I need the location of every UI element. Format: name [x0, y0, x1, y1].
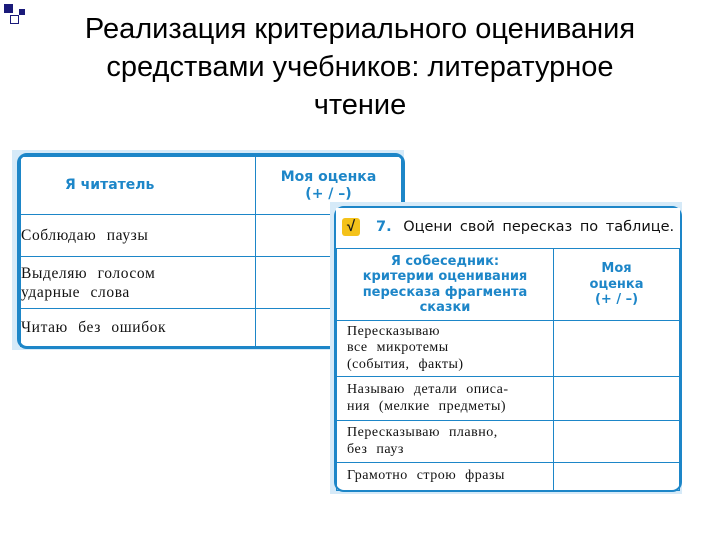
- table2-row1-line2: все микротемы: [347, 340, 449, 356]
- table2-row3-line2: без пауз: [347, 441, 404, 457]
- table1-header-criteria: Я читатель: [20, 156, 256, 215]
- table1-header-score-line2: (+ / –): [305, 185, 352, 202]
- table2-row1-score-cell: [553, 320, 680, 377]
- table2-row4-line1: Грамотно строю фразы: [347, 468, 505, 484]
- table2-header-score: Моя оценка (+ / –): [553, 248, 680, 321]
- table1-row2-line1: Выделяю голосом: [21, 264, 156, 282]
- table1-row2-criterion: Выделяю голосом ударные слова: [20, 256, 256, 309]
- title-line-3: чтение: [313, 89, 407, 121]
- task-instruction: Оцени свой пересказ по таблице.: [403, 219, 675, 235]
- table2-row4-score-cell: [553, 462, 680, 491]
- table1-row3-criterion: Читаю без ошибок: [20, 308, 256, 347]
- bullet-square-icon: [4, 4, 13, 13]
- bullet-square-small-icon: [19, 9, 25, 15]
- title-line-1: Реализация критериального оценивания: [84, 13, 636, 45]
- reader-criteria-table-frame: Я читатель Моя оценка (+ / –) Соблюдаю п…: [17, 153, 405, 349]
- table-row: Соблюдаю паузы: [20, 214, 402, 257]
- table2-header-criteria: Я собеседник: критерии оценивания переск…: [336, 248, 554, 321]
- table1-row1-line1: Соблюдаю паузы: [21, 227, 149, 244]
- table2-header-criteria-line4: сказки: [419, 300, 471, 315]
- table2-row1-line3: (события, факты): [347, 356, 464, 372]
- task-text: 7. Оцени свой пересказ по таблице.: [376, 219, 674, 235]
- title-line-2: средствами учебников: литературное: [106, 51, 614, 83]
- table2-header-criteria-line1: Я собеседник:: [390, 253, 500, 269]
- reader-criteria-table: Я читатель Моя оценка (+ / –) Соблюдаю п…: [20, 156, 402, 347]
- page-title: Реализация критериального оценивания сре…: [20, 10, 700, 124]
- table2-header-criteria-line3: пересказа фрагмента: [362, 284, 528, 300]
- table1-row2-line2: ударные слова: [21, 283, 130, 301]
- table-row: Читаю без ошибок: [20, 308, 402, 347]
- reader-criteria-table-image: Я читатель Моя оценка (+ / –) Соблюдаю п…: [12, 150, 405, 350]
- table2-row1-criterion: Пересказываю все микротемы (события, фак…: [336, 320, 554, 377]
- table2-header-score-line1: Моя: [601, 261, 632, 277]
- retelling-criteria-table-frame: √ 7. Оцени свой пересказ по таблице. Я с…: [334, 206, 682, 492]
- table-row: Грамотно строю фразы: [336, 462, 680, 491]
- table2-row1-line1: Пересказываю: [347, 323, 440, 339]
- table2-header-score-line3: (+ / –): [594, 292, 639, 308]
- table-row: Пересказываю плавно, без пауз: [336, 420, 680, 463]
- table-row: Называю детали описа- ния (мелкие предме…: [336, 376, 680, 421]
- table2-row3-criterion: Пересказываю плавно, без пауз: [336, 420, 554, 463]
- task-number: 7.: [376, 219, 392, 235]
- table2-row3-line1: Пересказываю плавно,: [347, 425, 498, 440]
- table2-header-score-line2: оценка: [589, 276, 644, 292]
- bullet-square-outline-icon: [10, 15, 19, 24]
- table2-row2-score-cell: [553, 376, 680, 421]
- table2-header-criteria-line2: критерии оценивания: [362, 269, 528, 284]
- table2-row2-line2: ния (мелкие предметы): [347, 398, 507, 414]
- table1-row3-line1: Читаю без ошибок: [21, 319, 167, 336]
- table1-row1-criterion: Соблюдаю паузы: [20, 214, 256, 257]
- table1-header-score-line1: Моя оценка: [280, 168, 377, 185]
- table-row: Пересказываю все микротемы (события, фак…: [336, 320, 680, 377]
- retelling-criteria-table-image: √ 7. Оцени свой пересказ по таблице. Я с…: [330, 202, 682, 494]
- table-row: Выделяю голосом ударные слова: [20, 256, 402, 309]
- table2-row4-criterion: Грамотно строю фразы: [336, 462, 554, 491]
- retelling-criteria-table: Я собеседник: критерии оценивания переск…: [336, 248, 680, 491]
- task-heading: √ 7. Оцени свой пересказ по таблице.: [336, 208, 680, 248]
- table2-row2-criterion: Называю детали описа- ния (мелкие предме…: [336, 376, 554, 421]
- table2-row2-line1: Называю детали описа-: [347, 382, 509, 397]
- table2-row3-score-cell: [553, 420, 680, 463]
- checkmark-icon: √: [342, 218, 360, 236]
